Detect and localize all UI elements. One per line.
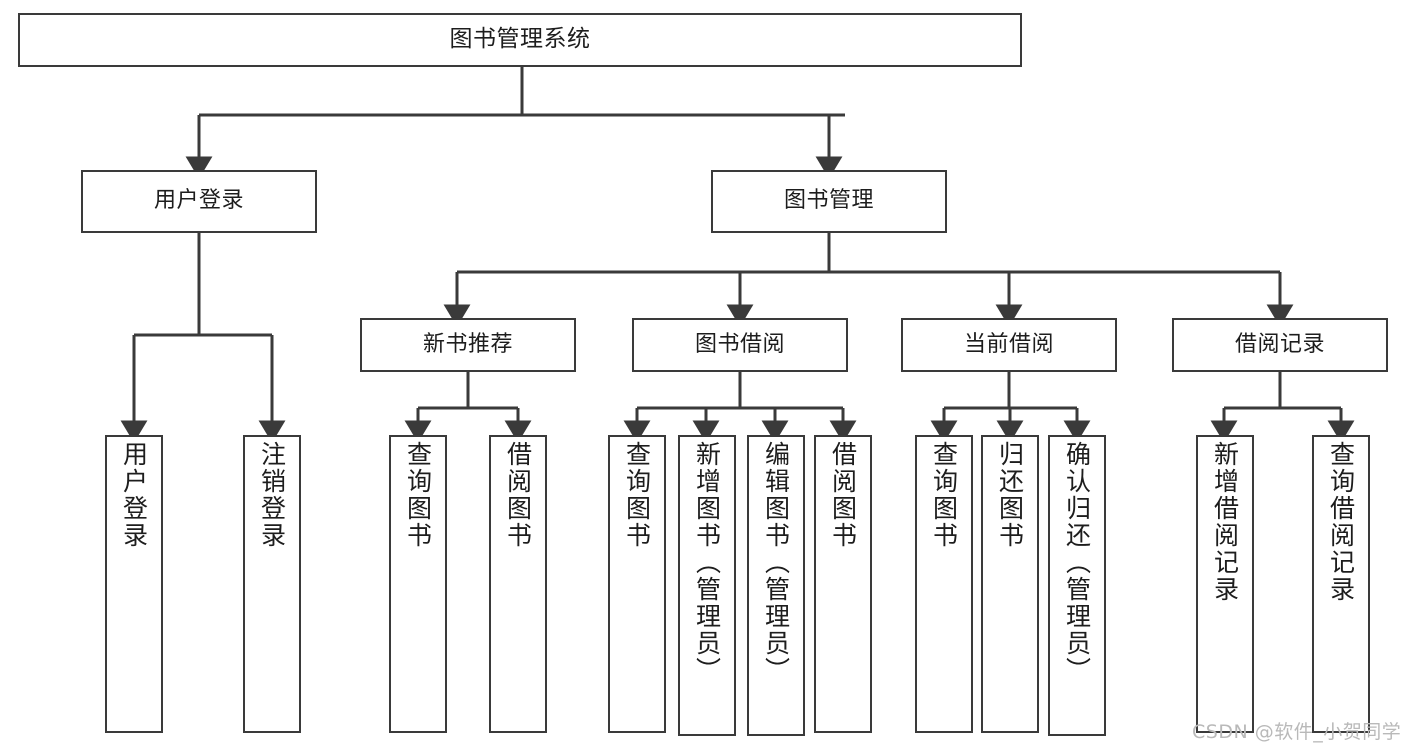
leaf-recommend-2[interactable]: 借阅图书	[489, 435, 547, 733]
leaf-borrow-1-label: 查询图书	[622, 441, 652, 549]
leaf-record-1[interactable]: 新增借阅记录	[1196, 435, 1254, 733]
node-current-borrow-label: 当前借阅	[963, 331, 1054, 357]
node-book-borrow[interactable]: 图书借阅	[632, 318, 848, 372]
leaf-borrow-2-label: 新增图书（管理员）	[692, 441, 722, 684]
node-user-login[interactable]: 用户登录	[81, 170, 317, 233]
leaf-borrow-4-label: 借阅图书	[828, 441, 858, 549]
node-current-borrow[interactable]: 当前借阅	[901, 318, 1117, 372]
leaf-current-1-label: 查询图书	[929, 441, 959, 549]
leaf-current-2[interactable]: 归还图书	[981, 435, 1039, 733]
leaf-current-1[interactable]: 查询图书	[915, 435, 973, 733]
leaf-current-2-label: 归还图书	[995, 441, 1025, 549]
leaf-user-login-1-label: 用户登录	[119, 441, 149, 549]
leaf-recommend-1-label: 查询图书	[403, 441, 433, 549]
csdn-watermark: CSDN @软件_小贺同学	[1192, 721, 1402, 743]
leaf-current-3[interactable]: 确认归还（管理员）	[1048, 435, 1106, 736]
node-book-manage[interactable]: 图书管理	[711, 170, 947, 233]
node-root-label: 图书管理系统	[449, 26, 591, 53]
leaf-record-1-label: 新增借阅记录	[1210, 441, 1240, 603]
leaf-record-2-label: 查询借阅记录	[1326, 441, 1356, 603]
leaf-current-3-label: 确认归还（管理员）	[1062, 441, 1092, 684]
node-new-book-recommend-label: 新书推荐	[422, 331, 513, 357]
leaf-borrow-3-label: 编辑图书（管理员）	[761, 441, 791, 684]
leaf-borrow-3[interactable]: 编辑图书（管理员）	[747, 435, 805, 736]
node-borrow-record[interactable]: 借阅记录	[1172, 318, 1388, 372]
node-root[interactable]: 图书管理系统	[18, 13, 1022, 67]
leaf-user-login-2[interactable]: 注销登录	[243, 435, 301, 733]
node-book-borrow-label: 图书借阅	[694, 331, 785, 357]
leaf-record-2[interactable]: 查询借阅记录	[1312, 435, 1370, 733]
leaf-user-login-1[interactable]: 用户登录	[105, 435, 163, 733]
node-user-login-label: 用户登录	[153, 188, 244, 214]
leaf-user-login-2-label: 注销登录	[257, 441, 287, 549]
leaf-borrow-4[interactable]: 借阅图书	[814, 435, 872, 733]
node-new-book-recommend[interactable]: 新书推荐	[360, 318, 576, 372]
node-book-manage-label: 图书管理	[783, 188, 874, 214]
node-borrow-record-label: 借阅记录	[1234, 331, 1325, 357]
leaf-recommend-1[interactable]: 查询图书	[389, 435, 447, 733]
leaf-recommend-2-label: 借阅图书	[503, 441, 533, 549]
leaf-borrow-2[interactable]: 新增图书（管理员）	[678, 435, 736, 736]
leaf-borrow-1[interactable]: 查询图书	[608, 435, 666, 733]
